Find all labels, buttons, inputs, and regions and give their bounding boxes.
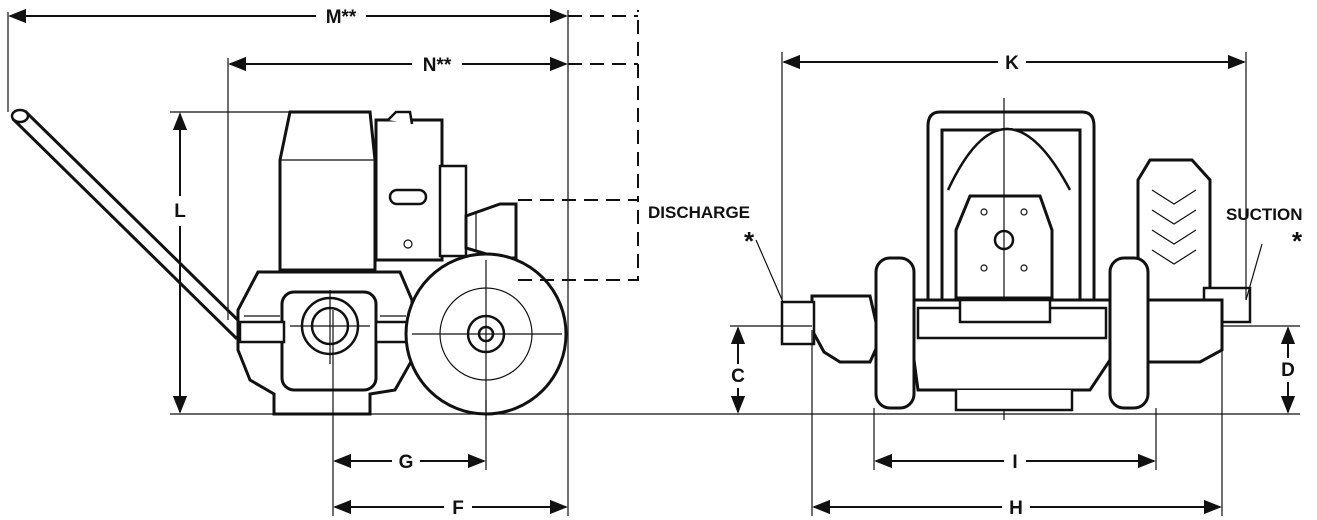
pump-body bbox=[236, 270, 414, 416]
dimension-l: L bbox=[172, 112, 188, 414]
label-d: D bbox=[1281, 360, 1295, 381]
dimension-k: K bbox=[782, 53, 1246, 74]
suction-strainer bbox=[1136, 158, 1252, 324]
dimension-m: M** bbox=[8, 7, 568, 28]
side-view: M** N** L G F DISCHARGE * bbox=[7, 7, 791, 519]
pump-casing bbox=[780, 256, 1224, 412]
label-m: M** bbox=[326, 7, 357, 28]
end-view: K C D I H SUCTION * bbox=[730, 52, 1303, 519]
wheel bbox=[404, 252, 568, 420]
label-g: G bbox=[399, 452, 414, 473]
label-n: N** bbox=[423, 55, 452, 76]
handle bbox=[10, 108, 251, 340]
label-l: L bbox=[174, 201, 186, 222]
discharge-asterisk: * bbox=[744, 226, 755, 256]
dimension-d: D bbox=[1280, 326, 1296, 414]
dimension-g: G bbox=[333, 452, 486, 473]
discharge-label: DISCHARGE bbox=[648, 203, 750, 222]
dimension-n: N** bbox=[228, 55, 568, 76]
dimension-c: C bbox=[730, 326, 746, 414]
dimension-i: I bbox=[874, 452, 1156, 473]
label-i: I bbox=[1012, 452, 1017, 473]
label-c: C bbox=[731, 366, 745, 387]
label-h: H bbox=[1009, 498, 1023, 519]
label-k: K bbox=[1005, 53, 1019, 74]
dimension-h: H bbox=[812, 498, 1222, 519]
label-f: F bbox=[452, 498, 464, 519]
suction-label: SUCTION bbox=[1226, 205, 1303, 224]
engine bbox=[278, 110, 518, 272]
dimension-f: F bbox=[333, 498, 568, 519]
suction-asterisk: * bbox=[1292, 226, 1303, 256]
